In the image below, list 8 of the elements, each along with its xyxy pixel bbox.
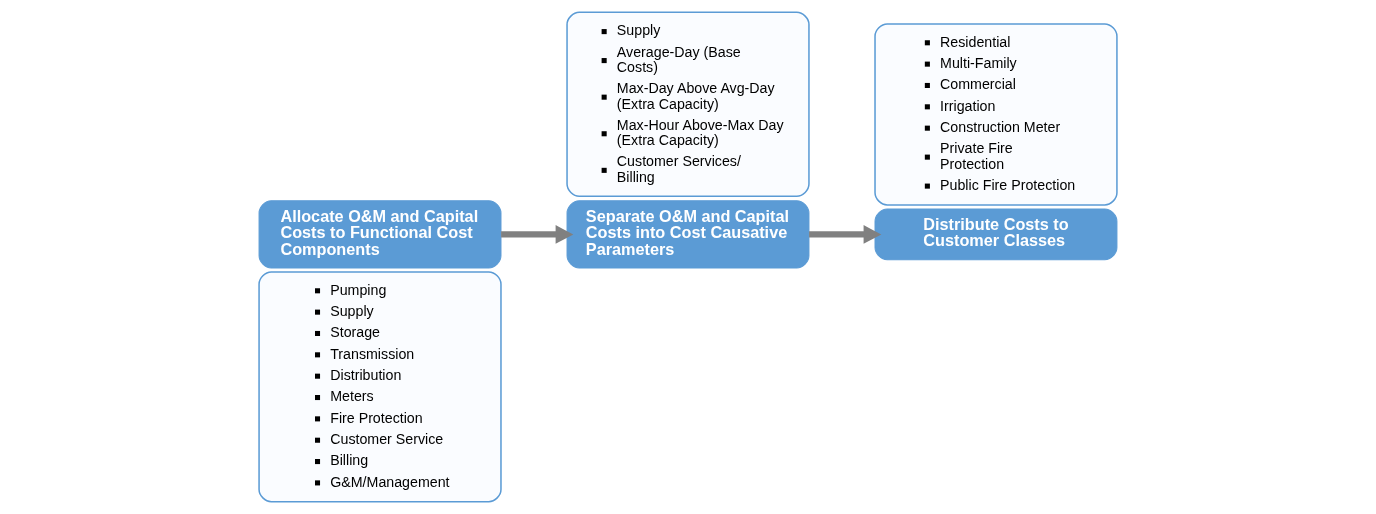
node-box: Separate O&M and Capital Costs into Cost Causative Parameters <box>566 200 810 269</box>
arrow <box>501 225 574 244</box>
arrow <box>809 225 882 244</box>
node-box: Residential Multi-Family Commercial Irrigation Construction Meter Private Fire Protection Public Fire Protection <box>874 23 1118 206</box>
node-box: Supply Average-Day (Base Costs) Max-Day Above Avg-Day (Extra Capacity) Max-Hour Above-Max Day (Extra Capacity) Customer Services/ Billing <box>566 11 810 198</box>
node-box: Distribute Costs to Customer Classes <box>874 208 1118 261</box>
node-box: Allocate O&M and Capital Costs to Functional Cost Components <box>258 200 502 269</box>
node-box: Pumping Supply Storage Transmission Distribution Meters Fire Protection Customer Service Billing G&M/Management <box>258 271 502 503</box>
